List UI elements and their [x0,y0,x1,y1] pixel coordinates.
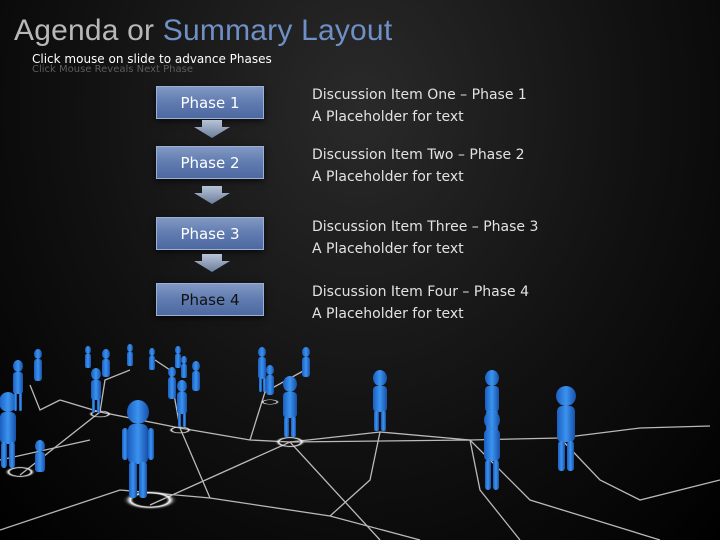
discussion-item-body: A Placeholder for text [312,241,464,257]
discussion-item-title: Discussion Item Three – Phase 3 [312,219,539,235]
people-network-illustration [0,344,720,540]
phase-3-button[interactable]: Phase 3 [156,217,264,250]
discussion-item-title: Discussion Item Four – Phase 4 [312,284,530,300]
title-part-two: Summary Layout [162,14,393,47]
phase-4-button[interactable]: Phase 4 [156,283,264,316]
advance-instruction: Click mouse on slide to advance Phases [32,52,272,66]
discussion-item-3: Discussion Item Three – Phase 3 A Placeh… [312,216,538,260]
discussion-item-body: A Placeholder for text [312,306,464,322]
phase-1-button[interactable]: Phase 1 [156,86,264,119]
discussion-item-2: Discussion Item Two – Phase 2 A Placehol… [312,144,525,188]
down-arrow-icon [194,254,230,272]
phase-2-button[interactable]: Phase 2 [156,146,264,179]
discussion-item-4: Discussion Item Four – Phase 4 A Placeho… [312,281,529,325]
discussion-item-body: A Placeholder for text [312,109,464,125]
discussion-item-body: A Placeholder for text [312,169,464,185]
slide-title: Agenda or Summary Layout [14,14,392,48]
title-part-one: Agenda or [14,14,155,47]
down-arrow-icon [194,120,230,138]
discussion-item-title: Discussion Item One – Phase 1 [312,87,527,103]
discussion-item-title: Discussion Item Two – Phase 2 [312,147,525,163]
advance-instruction-shadow: Click Mouse Reveals Next Phase [32,64,193,75]
down-arrow-icon [194,186,230,204]
discussion-item-1: Discussion Item One – Phase 1 A Placehol… [312,84,527,128]
